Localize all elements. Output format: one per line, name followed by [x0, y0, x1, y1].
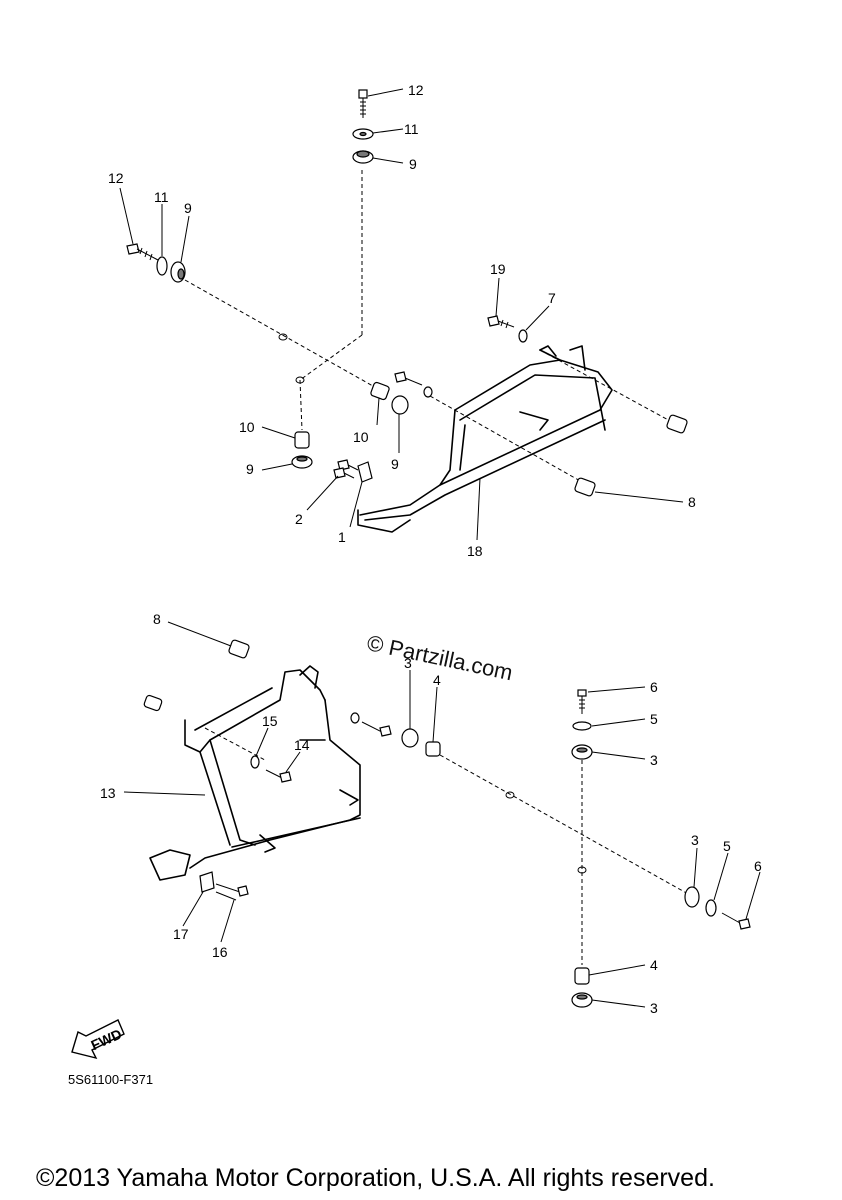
callout-5: 5: [723, 838, 731, 854]
callout-11: 11: [404, 121, 419, 137]
callout-19: 19: [490, 261, 506, 277]
fwd-arrow-icon: FWD: [71, 1019, 125, 1060]
callout-6: 6: [650, 679, 658, 695]
callout-8: 8: [688, 494, 696, 510]
callout-8: 8: [153, 611, 161, 627]
callout-9: 9: [184, 200, 192, 216]
callout-1: 1: [338, 529, 346, 545]
callout-3: 3: [691, 832, 699, 848]
callout-15: 15: [262, 713, 278, 729]
bottom-callout-labels: 8 3 4 6 5 3 15 14 13 3 5 6 17 16 4 3: [100, 611, 762, 1016]
bottom-assembly-guides: [204, 727, 691, 965]
callout-5: 5: [650, 711, 658, 727]
callout-11: 11: [154, 189, 169, 205]
callout-9: 9: [246, 461, 254, 477]
bolt-icon: [358, 89, 368, 99]
callout-14: 14: [294, 737, 310, 753]
diagram-code: 5S61100-F371: [68, 1072, 154, 1087]
callout-10: 10: [239, 419, 255, 435]
callout-13: 13: [100, 785, 116, 801]
callout-3: 3: [404, 655, 412, 671]
fwd-label: FWD: [88, 1026, 124, 1054]
top-parts: [126, 89, 688, 497]
callout-16: 16: [212, 944, 228, 960]
callout-2: 2: [295, 511, 303, 527]
callout-18: 18: [467, 543, 483, 559]
top-assembly-guides: [184, 170, 673, 483]
copyright-footer: ©2013 Yamaha Motor Corporation, U.S.A. A…: [36, 1164, 715, 1192]
callout-10: 10: [353, 429, 369, 445]
top-callout-labels: 12 11 9 12 11 9 19 7 10 9 10 9 2 1 18 8: [108, 82, 696, 559]
bottom-parts: [143, 639, 751, 1008]
callout-3: 3: [650, 752, 658, 768]
bottom-leaders: [123, 621, 761, 1008]
callout-7: 7: [548, 290, 556, 306]
callout-4: 4: [650, 957, 658, 973]
callout-17: 17: [173, 926, 189, 942]
callout-12: 12: [408, 82, 424, 98]
callout-3: 3: [650, 1000, 658, 1016]
callout-6: 6: [754, 858, 762, 874]
callout-9: 9: [409, 156, 417, 172]
callout-12: 12: [108, 170, 124, 186]
bottom-frame-part-13: [149, 665, 361, 881]
top-leaders: [119, 88, 684, 541]
top-frame-part-18: [357, 345, 613, 533]
callout-4: 4: [433, 672, 441, 688]
callout-9: 9: [391, 456, 399, 472]
